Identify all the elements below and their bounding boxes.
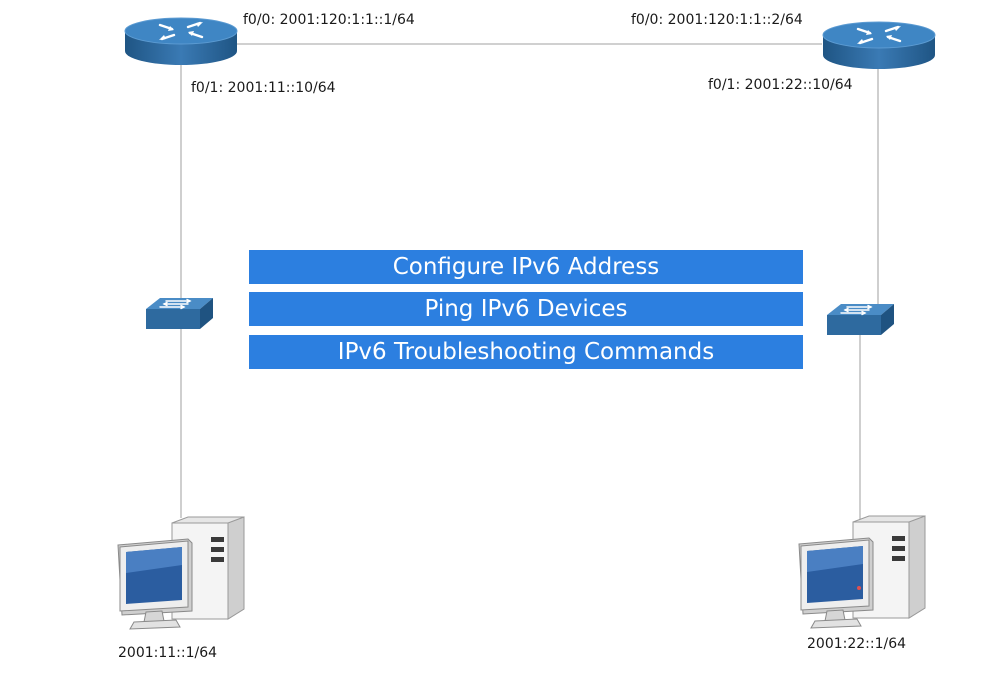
r1-f00-label: f0/0: 2001:120:1:1::1/64 — [243, 12, 415, 28]
router-icon — [822, 21, 936, 69]
r1-f01-label: f0/1: 2001:11::10/64 — [191, 80, 336, 96]
router-icon — [124, 17, 238, 65]
computer-icon — [798, 515, 926, 629]
computer-icon — [117, 516, 245, 630]
r2-f00-label: f0/0: 2001:120:1:1::2/64 — [631, 12, 803, 28]
banner-configure-ipv6: Configure IPv6 Address — [249, 250, 803, 284]
switch-icon — [827, 304, 894, 335]
banner-troubleshooting: IPv6 Troubleshooting Commands — [249, 335, 803, 369]
pc2-address-label: 2001:22::1/64 — [807, 636, 907, 652]
banner-ping-ipv6: Ping IPv6 Devices — [249, 292, 803, 326]
r2-f01-label: f0/1: 2001:22::10/64 — [708, 77, 853, 93]
switch-icon — [146, 298, 213, 329]
pc1-address-label: 2001:11::1/64 — [118, 645, 218, 661]
